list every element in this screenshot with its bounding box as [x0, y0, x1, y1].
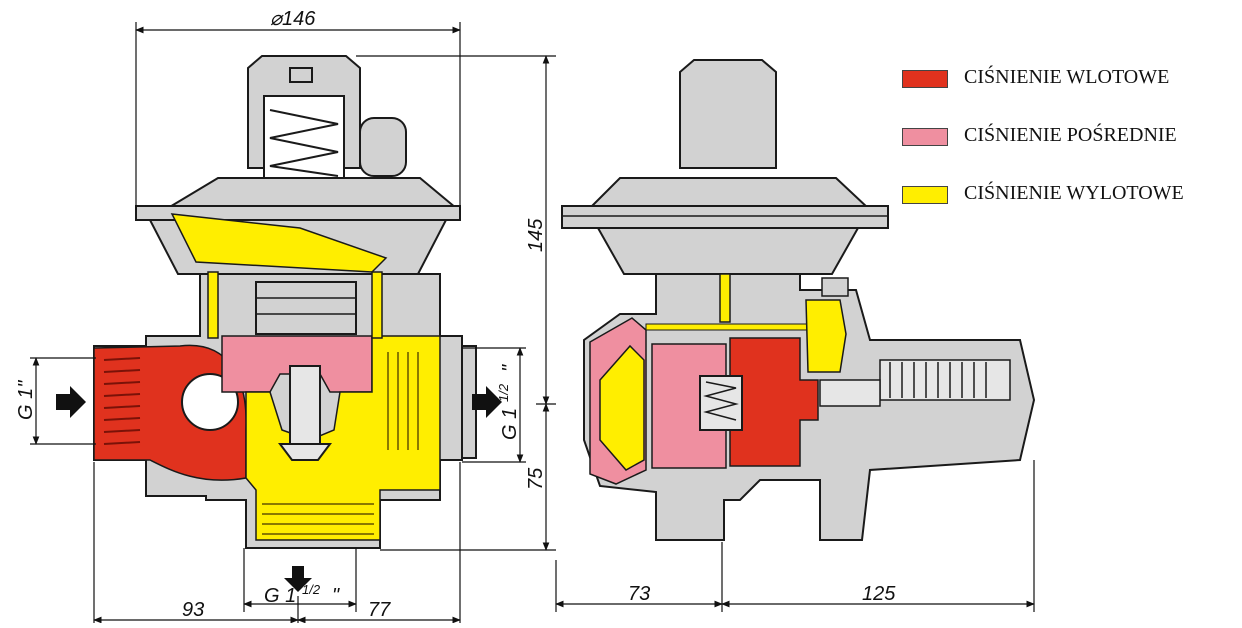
- thread-bottom-main: G 1: [264, 585, 296, 607]
- front-valve-stem: [289, 365, 321, 451]
- front-bottom-thread: [262, 503, 374, 535]
- dim-side-left: 73: [628, 583, 650, 605]
- front-knob: [359, 117, 407, 177]
- thread-inlet: G 1": [15, 380, 37, 420]
- thread-bottom-quote: ": [332, 585, 340, 607]
- dim-height-lower: 75: [525, 467, 547, 490]
- side-cap: [679, 59, 777, 169]
- dimension-lines: [30, 22, 1035, 624]
- front-inlet-thread: [103, 357, 141, 445]
- legend-item-outlet: CIŚNIENIE WYLOTOWE: [902, 182, 1237, 208]
- legend-label-intermediate: CIŚNIENIE POŚREDNIE: [964, 124, 1177, 146]
- front-piston: [255, 281, 357, 335]
- thread-outlet-main: G 1: [499, 408, 521, 440]
- dim-height-total: 145: [525, 218, 547, 252]
- thread-bottom: G 1 1/2 ": [264, 582, 340, 607]
- thread-outlet: G 1 1/2 ": [496, 364, 521, 440]
- side-flange: [561, 205, 889, 229]
- legend-item-intermediate: CIŚNIENIE POŚREDNIE: [902, 124, 1237, 150]
- front-view: [93, 55, 477, 549]
- legend-label-outlet: CIŚNIENIE WYLOTOWE: [964, 182, 1184, 204]
- legend-label-inlet: CIŚNIENIE WLOTOWE: [964, 66, 1170, 88]
- side-outlet-diaphragm: [599, 344, 645, 471]
- arrow-icon: [472, 386, 502, 418]
- side-spring-stem: [879, 359, 1011, 401]
- arrow-icon: [56, 386, 86, 418]
- legend-item-inlet: CIŚNIENIE WLOTOWE: [902, 66, 1237, 92]
- arrow-icon: [284, 566, 312, 592]
- thread-outlet-fraction: 1/2: [496, 383, 511, 402]
- thread-bottom-fraction: 1/2: [302, 582, 321, 597]
- dim-width-right: 77: [368, 599, 391, 621]
- side-inlet-chamber: [729, 337, 819, 467]
- side-outlet-chamber: [805, 299, 847, 373]
- legend-swatch-outlet: [902, 186, 948, 204]
- side-view: [561, 59, 1036, 541]
- legend: CIŚNIENIE WLOTOWE CIŚNIENIE POŚREDNIE CI…: [902, 66, 1237, 240]
- dim-side-right: 125: [862, 583, 896, 605]
- legend-swatch-inlet: [902, 70, 948, 88]
- front-bonnet: [164, 177, 459, 209]
- dim-diameter: ⌀146: [270, 8, 316, 30]
- front-yellow-diaphragm: [170, 213, 388, 273]
- legend-swatch-intermediate: [902, 128, 948, 146]
- thread-outlet-quote: ": [499, 364, 521, 372]
- front-outlet-thread: [387, 352, 419, 450]
- side-bonnet: [587, 177, 871, 209]
- dim-width-left: 93: [182, 599, 204, 621]
